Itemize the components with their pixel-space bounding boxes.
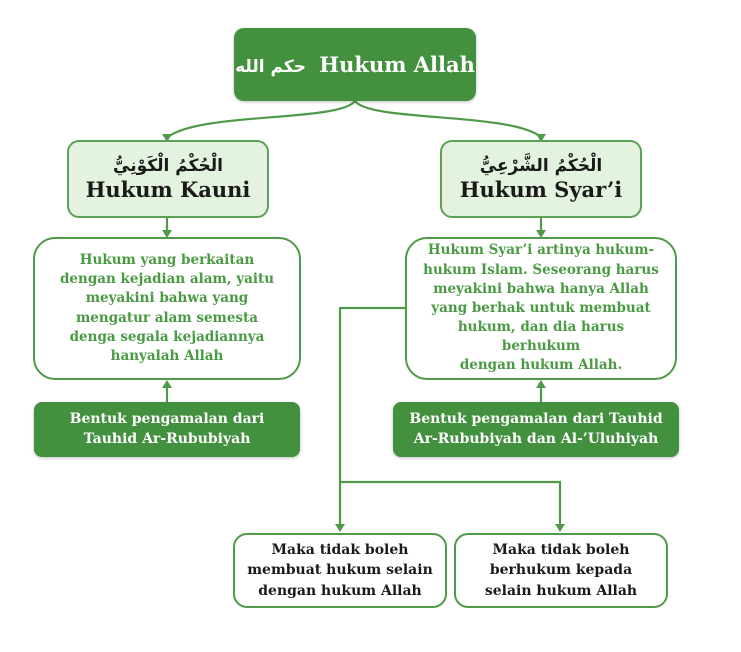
syari-arabic: الْحُكْمُ الشَّرْعِيُّ <box>479 155 603 176</box>
root-title: حكم الله Hukum Allah <box>235 52 475 77</box>
syari-practice-text: Bentuk pengamalan dari Tauhid Ar-Rububiy… <box>409 410 662 449</box>
connector-root-to-kauni <box>167 100 356 138</box>
practice-line: Ar-Rububiyah dan Al-’Uluhiyah <box>413 430 659 447</box>
desc-line: hukum Islam. Seseorang harus <box>423 261 659 278</box>
arrow-head-syari <box>536 134 546 142</box>
arrow-head-consequence-2 <box>555 524 565 532</box>
node-kauni-description: Hukum yang berkaitan dengan kejadian ala… <box>33 237 301 380</box>
node-consequence-no-making-law: Maka tidak boleh membuat hukum selain de… <box>233 533 447 608</box>
connector-syari-to-consequences <box>338 306 405 528</box>
desc-line: dengan kejadian alam, yaitu <box>59 271 275 288</box>
practice-line: Bentuk pengamalan dari <box>69 410 265 427</box>
node-syari-practice: Bentuk pengamalan dari Tauhid Ar-Rububiy… <box>393 402 679 457</box>
desc-line: hukum, dan dia harus berhukum <box>457 319 625 355</box>
desc-line: meyakini bahwa hanya Allah <box>433 280 649 297</box>
node-consequence-no-other-law: Maka tidak boleh berhukum kepada selain … <box>454 533 668 608</box>
desc-line: meyakini bahwa yang <box>85 290 249 307</box>
consequence-line: dengan hukum Allah <box>258 582 422 599</box>
kauni-arabic: الْحُكْمُ الْكَوْنِيُّ <box>113 155 223 176</box>
desc-line: dengan hukum Allah. <box>459 357 623 374</box>
desc-line: yang berhak untuk membuat <box>431 299 651 316</box>
connector-root-to-syari <box>354 100 542 138</box>
consequence-line: Maka tidak boleh <box>271 542 409 559</box>
root-node-hukum-allah: حكم الله Hukum Allah <box>234 28 476 101</box>
consequence-line: selain hukum Allah <box>484 582 638 599</box>
arrow-head-syari-desc <box>536 230 546 238</box>
kauni-latin: Hukum Kauni <box>85 176 251 202</box>
desc-line: mengatur alam semesta <box>76 309 258 326</box>
practice-line: Tauhid Ar-Rububiyah <box>83 430 251 447</box>
desc-line: Hukum yang berkaitan <box>79 252 255 269</box>
connector-branch-right <box>340 480 562 528</box>
root-latin: Hukum Allah <box>319 52 475 77</box>
consequence-line: membuat hukum selain <box>247 562 433 579</box>
syari-description-text: Hukum Syar’i artinya hukum- hukum Islam.… <box>407 241 675 375</box>
syari-latin: Hukum Syar’i <box>459 176 623 202</box>
node-syari-description: Hukum Syar’i artinya hukum- hukum Islam.… <box>405 237 677 380</box>
root-arabic: حكم الله <box>235 57 306 77</box>
node-hukum-kauni-title: الْحُكْمُ الْكَوْنِيُّ Hukum Kauni <box>67 140 269 218</box>
node-hukum-syari-title: الْحُكْمُ الشَّرْعِيُّ Hukum Syar’i <box>440 140 642 218</box>
desc-line: denga segala kejadiannya <box>69 328 265 345</box>
practice-line: Bentuk pengamalan dari Tauhid <box>409 410 663 427</box>
arrow-head-kauni <box>162 134 172 142</box>
kauni-description-text: Hukum yang berkaitan dengan kejadian ala… <box>50 251 284 366</box>
node-kauni-practice: Bentuk pengamalan dari Tauhid Ar-Rububiy… <box>34 402 300 457</box>
kauni-practice-text: Bentuk pengamalan dari Tauhid Ar-Rububiy… <box>70 410 265 449</box>
consequence-2-text: Maka tidak boleh berhukum kepada selain … <box>485 540 637 601</box>
arrow-head-syari-practice <box>536 380 546 388</box>
consequence-line: berhukum kepada <box>489 562 633 579</box>
consequence-line: Maka tidak boleh <box>492 542 630 559</box>
arrow-head-kauni-desc <box>162 230 172 238</box>
consequence-1-text: Maka tidak boleh membuat hukum selain de… <box>247 540 433 601</box>
desc-line: Hukum Syar’i artinya hukum- <box>427 242 655 259</box>
desc-line: hanyalah Allah <box>110 347 224 364</box>
arrow-head-consequence-1 <box>335 524 345 532</box>
arrow-head-kauni-practice <box>162 380 172 388</box>
